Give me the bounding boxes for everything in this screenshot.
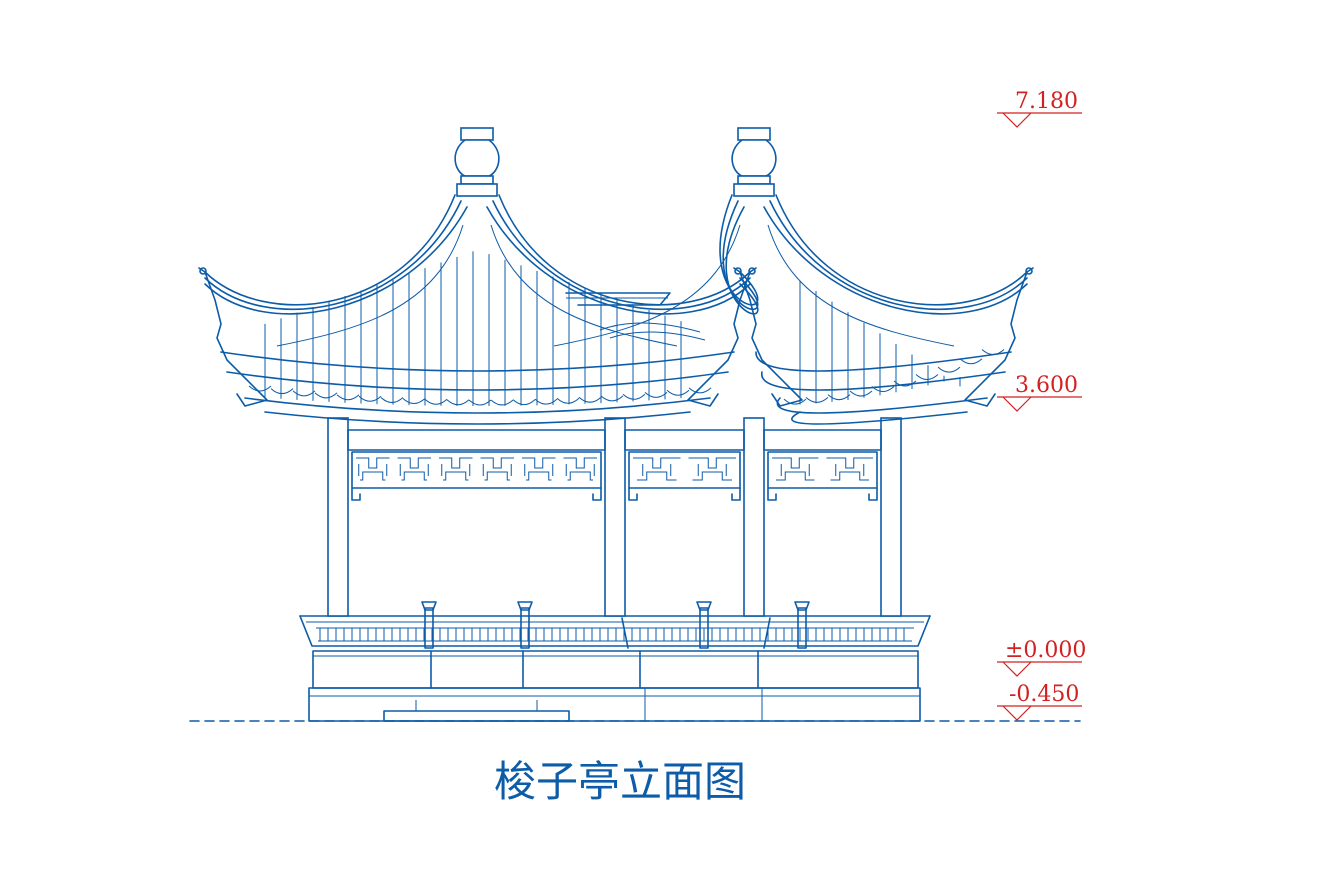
- drawing-title: 梭子亭立面图: [494, 757, 746, 806]
- elevation-label: ±0.000: [1005, 638, 1086, 663]
- connecting-ridge: [565, 292, 706, 341]
- roof-left: [198, 127, 757, 425]
- elevation-marker-3600: 3.600: [997, 373, 1082, 412]
- elevation-label: 3.600: [1015, 373, 1078, 398]
- elevation-label: 7.180: [1015, 89, 1078, 114]
- elevation-marker-neg0450: -0.450: [997, 682, 1082, 721]
- lattice-panels: [351, 451, 878, 501]
- lattice-frieze: [347, 429, 882, 501]
- rail-post-3: [696, 601, 712, 649]
- columns: [327, 417, 902, 617]
- rail-post-4: [794, 601, 810, 649]
- elevation-markers: 7.180 3.600 ±0.000 -0.450: [997, 89, 1086, 721]
- elevation-marker-7180: 7.180: [997, 89, 1082, 128]
- balustrade: [299, 601, 931, 649]
- pavilion-base: [308, 650, 921, 722]
- elevation-marker-0000: ±0.000: [997, 638, 1086, 677]
- roof-right: [553, 127, 1034, 425]
- baluster-bars: [319, 628, 905, 641]
- rail-post-2: [517, 601, 533, 649]
- rail-post-1: [421, 601, 437, 649]
- elevation-label: -0.450: [1009, 682, 1079, 707]
